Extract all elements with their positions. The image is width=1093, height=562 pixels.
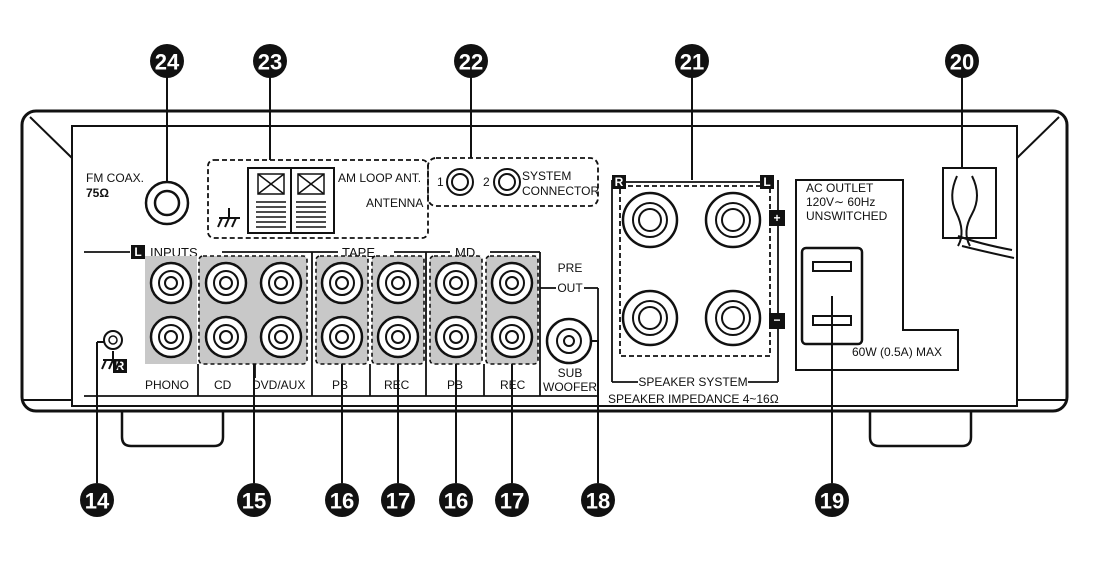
system-connector-port-1[interactable] (446, 168, 474, 196)
dvd-aux-label: DVD/AUX (252, 378, 305, 392)
fm-coax-label: FM COAX. (86, 171, 144, 185)
speaker-terminal-l-minus[interactable] (704, 289, 762, 347)
ground-terminal[interactable] (103, 330, 123, 350)
speaker-group-border (619, 185, 771, 357)
cd-label: CD (214, 378, 232, 392)
callout-20-number: 20 (950, 50, 974, 75)
speaker-impedance-label: SPEAKER IMPEDANCE 4~16Ω (608, 392, 779, 406)
antenna-label: ANTENNA (366, 196, 423, 210)
speaker-badge-l: L (760, 175, 774, 189)
phono-label: PHONO (145, 378, 189, 392)
system-port-1-label: 1 (437, 175, 444, 189)
ac-outlet-panel (795, 179, 959, 371)
fm-coax-jack[interactable] (144, 180, 190, 226)
rca-phono-r[interactable] (149, 315, 193, 359)
speaker-terminal-r-plus[interactable] (621, 191, 679, 249)
callout-21-number: 21 (680, 50, 704, 75)
callout-18: 18 (581, 340, 615, 517)
am-loop-terminal[interactable] (247, 167, 335, 234)
callout-21: 21 (675, 44, 709, 180)
subwoofer-jack[interactable] (545, 317, 593, 365)
ac-outlet-label-2: 120V∼ 60Hz (806, 195, 875, 209)
rca-dvd-aux-l[interactable] (259, 261, 303, 305)
speaker-terminal-r-minus[interactable] (621, 289, 679, 347)
speaker-system-label: SPEAKER SYSTEM (638, 375, 747, 389)
speaker-minus-badge: − (769, 313, 785, 329)
system-port-2-label: 2 (483, 175, 490, 189)
callout-14: 14 (80, 341, 114, 517)
callout-16b-number: 16 (444, 489, 468, 514)
fm-coax-impedance: 75Ω (86, 186, 109, 200)
rca-tape-pb-l[interactable] (320, 261, 364, 305)
system-connector-label-1: SYSTEM (522, 169, 571, 183)
svg-text:L: L (134, 245, 141, 259)
callout-17b-number: 17 (500, 489, 524, 514)
rca-md-pb-r[interactable] (434, 315, 478, 359)
ac-outlet-label-1: AC OUTLET (806, 181, 874, 195)
callout-14-number: 14 (85, 489, 110, 514)
svg-text:+: + (773, 211, 780, 225)
inputs-badge-l: L (131, 245, 145, 259)
callout-17a: 17 (381, 364, 415, 517)
svg-text:R: R (615, 175, 624, 189)
rca-md-pb-l[interactable] (434, 261, 478, 305)
rca-md-rec-r[interactable] (490, 315, 534, 359)
chassis-foot-right (868, 411, 973, 448)
callout-18-number: 18 (586, 489, 610, 514)
rca-dvd-aux-r[interactable] (259, 315, 303, 359)
system-connector-port-2[interactable] (493, 168, 521, 196)
inputs-header-lines (84, 251, 541, 396)
rca-cd-r[interactable] (204, 315, 248, 359)
callout-16a: 16 (325, 364, 359, 517)
callout-17b: 17 (495, 364, 529, 517)
svg-text:−: − (773, 313, 780, 327)
callout-22: 22 (454, 44, 488, 158)
rca-phono-l[interactable] (149, 261, 193, 305)
tape-rec-label: REC (384, 378, 410, 392)
callout-19-number: 19 (820, 489, 844, 514)
callout-20: 20 (945, 44, 979, 175)
svg-text:R: R (116, 359, 125, 373)
speaker-terminal-l-plus[interactable] (704, 191, 762, 249)
rca-tape-pb-r[interactable] (320, 315, 364, 359)
callout-23-number: 23 (258, 50, 282, 75)
callout-15: 15 (237, 364, 271, 517)
tape-pb-label: PB (332, 378, 348, 392)
rca-tape-rec-r[interactable] (376, 315, 420, 359)
rca-md-rec-l[interactable] (490, 261, 534, 305)
ground-icon (217, 208, 240, 228)
chassis (20, 109, 1069, 413)
callout-24: 24 (150, 44, 184, 183)
system-connector-label-2: CONNECTOR (522, 184, 599, 198)
callout-19: 19 (815, 296, 849, 517)
ac-outlet-label-3: UNSWITCHED (806, 209, 888, 223)
am-loop-label: AM LOOP ANT. (338, 171, 421, 185)
speaker-plus-badge: + (769, 210, 785, 226)
rca-cd-l[interactable] (204, 261, 248, 305)
sub-woofer-label-1: SUB (558, 366, 583, 380)
speaker-badge-r: R (612, 175, 626, 189)
callout-16a-number: 16 (330, 489, 354, 514)
power-cord (942, 167, 1015, 259)
ac-outlet-max: 60W (0.5A) MAX (852, 345, 942, 359)
callout-22-number: 22 (459, 50, 483, 75)
svg-text:L: L (763, 175, 770, 189)
rca-tape-rec-l[interactable] (376, 261, 420, 305)
inputs-badge-r: R (113, 359, 127, 373)
callout-23: 23 (253, 44, 287, 160)
callout-17a-number: 17 (386, 489, 410, 514)
system-connector-border (427, 157, 599, 207)
callout-15-number: 15 (242, 489, 266, 514)
sub-woofer-label-2: WOOFER (543, 380, 597, 394)
pre-out-label-1: PRE (558, 261, 583, 275)
callout-24-number: 24 (155, 50, 180, 75)
ground-terminal-icon (101, 351, 124, 370)
pre-out-label-2: OUT (557, 281, 583, 295)
chassis-foot-left (120, 411, 225, 448)
callout-16b: 16 (439, 364, 473, 517)
